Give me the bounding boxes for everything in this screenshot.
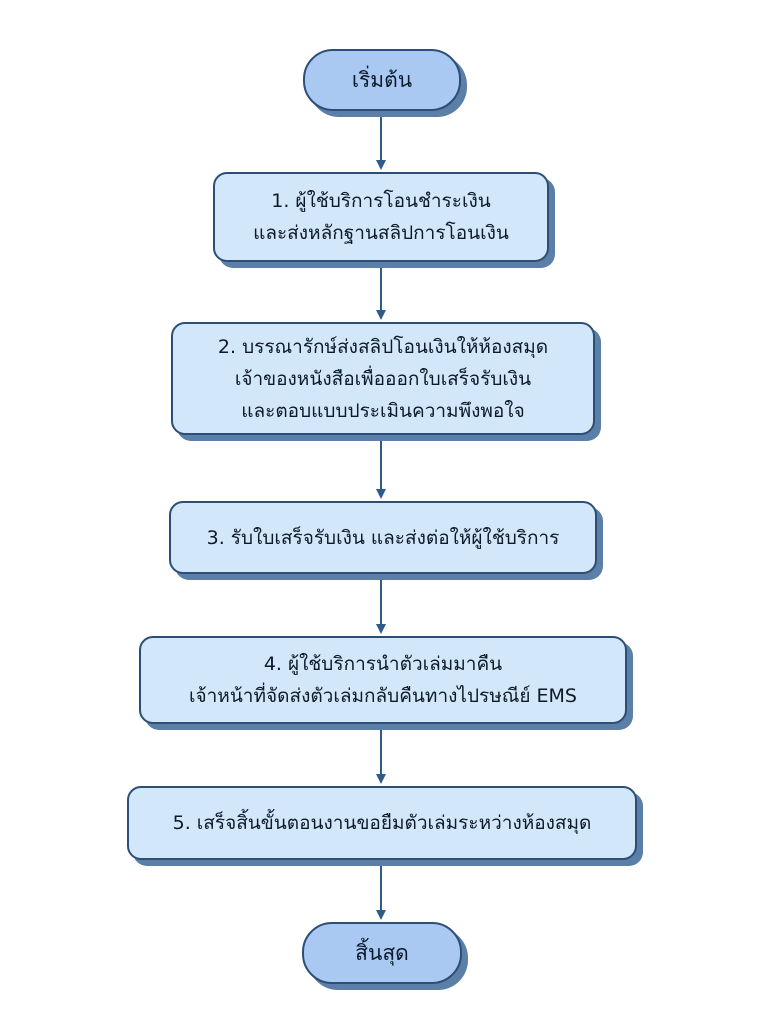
start-label: เริ่มต้น	[351, 68, 413, 92]
step-5-box: 5. เสร็จสิ้นขั้นตอนงานขอยืมตัวเล่มระหว่า…	[127, 786, 637, 860]
step-1-box: 1. ผู้ใช้บริการโอนชำระเงิน และส่งหลักฐาน…	[213, 172, 549, 262]
end-node: สิ้นสุด	[302, 922, 462, 984]
step-1-line-2: และส่งหลักฐานสลิปการโอนเงิน	[253, 222, 509, 244]
step-2-line-1: 2. บรรณารักษ์ส่งสลิปโอนเงินให้ห้องสมุด	[217, 335, 549, 358]
start-node: เริ่มต้น	[303, 49, 461, 111]
step-4-box: 4. ผู้ใช้บริการนำตัวเล่มมาคืน เจ้าหน้าที…	[139, 636, 627, 724]
step-2-line-2: เจ้าของหนังสือเพื่อออกใบเสร็จรับเงิน	[234, 367, 532, 390]
step-3-line-1: 3. รับใบเสร็จรับเงิน และส่งต่อให้ผู้ใช้บ…	[206, 526, 560, 549]
end-label: สิ้นสุด	[355, 941, 409, 965]
step-4-line-2: เจ้าหน้าที่จัดส่งตัวเล่มกลับคืนทางไปรษณี…	[189, 685, 577, 707]
step-5-line-1: 5. เสร็จสิ้นขั้นตอนงานขอยืมตัวเล่มระหว่า…	[172, 812, 592, 834]
step-2-line-3: และตอบแบบประเมินความพึงพอใจ	[241, 399, 525, 422]
step-1-line-1: 1. ผู้ใช้บริการโอนชำระเงิน	[271, 190, 491, 212]
step-2-box: 2. บรรณารักษ์ส่งสลิปโอนเงินให้ห้องสมุด เ…	[171, 322, 595, 435]
step-4-line-1: 4. ผู้ใช้บริการนำตัวเล่มมาคืน	[263, 653, 503, 675]
step-3-box: 3. รับใบเสร็จรับเงิน และส่งต่อให้ผู้ใช้บ…	[169, 501, 597, 574]
